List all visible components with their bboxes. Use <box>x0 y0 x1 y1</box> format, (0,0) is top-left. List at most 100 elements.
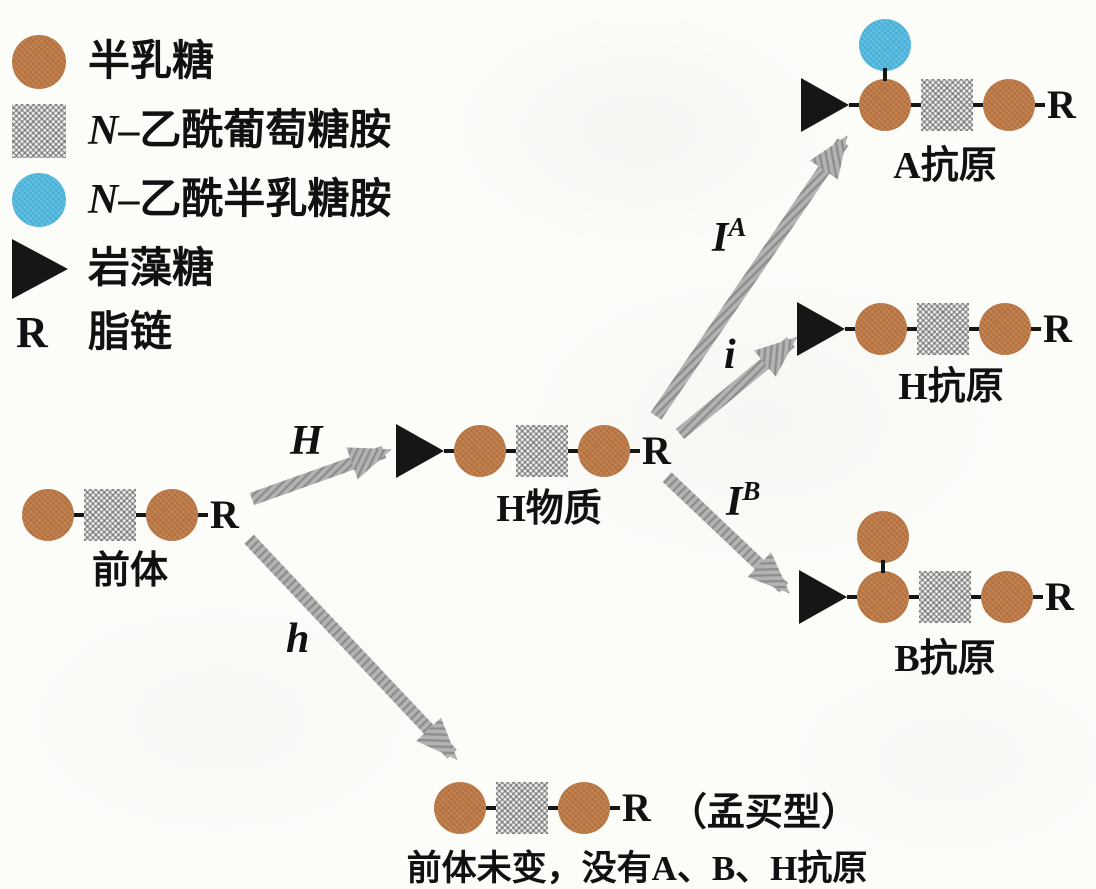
fucose-icon <box>12 239 68 299</box>
bond-line <box>1035 103 1045 107</box>
legend-item-galactose: 半乳糖 <box>12 34 391 90</box>
italic-N: N <box>88 108 119 154</box>
galactose-icon <box>22 489 74 541</box>
bond-line <box>1031 327 1041 331</box>
bond-line <box>911 103 921 107</box>
branched-galactose <box>857 511 909 623</box>
italic-N: N <box>88 177 119 223</box>
n-acetylglucosamine-icon <box>516 425 568 477</box>
legend-item-n-acetylgalactosamine: N–乙酰半乳糖胺 <box>12 172 391 228</box>
bond-line <box>969 327 979 331</box>
arrow-i-gene <box>675 342 791 440</box>
bond-line <box>548 806 558 810</box>
n-acetylglucosamine-icon <box>496 782 548 834</box>
precursor-structure: R <box>22 487 239 543</box>
h-substance-structure: R <box>396 423 671 479</box>
arrow-IB-gene <box>662 472 784 588</box>
bombay-structure: R （孟买型） <box>434 780 859 836</box>
gene-label-h: h <box>286 618 309 660</box>
bond-line <box>444 449 454 453</box>
gene-label-IB: IB <box>726 476 761 525</box>
galactose-icon <box>857 511 909 563</box>
legend-item-lipid-chain: R 脂链 <box>12 310 391 356</box>
legend-icon-slot <box>12 35 76 89</box>
bond-line <box>486 806 496 810</box>
arrow-IA-gene <box>650 142 843 420</box>
galactose-icon <box>983 79 1035 131</box>
legend-label: 脂链 <box>88 310 173 356</box>
bombay-caption: 前体未变，没有A、B、H抗原 <box>406 849 868 888</box>
galactose-icon <box>981 571 1033 623</box>
bond-line <box>881 560 885 573</box>
legend-icon-slot: R <box>12 311 76 355</box>
galactose-icon <box>855 303 907 355</box>
lipid-chain-symbol: R <box>210 492 239 537</box>
fucose-icon <box>801 78 849 132</box>
legend-label: 半乳糖 <box>88 39 215 85</box>
galactose-icon <box>578 425 630 477</box>
galactose-icon <box>979 303 1031 355</box>
bond-line <box>971 595 981 599</box>
bond-line <box>883 68 887 81</box>
n-acetylgalactosamine-icon <box>859 19 911 71</box>
legend-icon-slot <box>12 173 76 227</box>
lipid-chain-symbol: R <box>16 308 48 357</box>
lipid-chain-symbol: R <box>1045 574 1074 619</box>
galactose-icon <box>454 425 506 477</box>
fucose-icon <box>396 424 444 478</box>
galactose-icon <box>12 35 66 89</box>
galactose-icon <box>859 79 911 131</box>
legend-label: 岩藻糖 <box>88 246 215 292</box>
b-antigen-label: B抗原 <box>894 638 996 680</box>
n-acetylgalactosamine-icon <box>12 173 66 227</box>
bond-line <box>907 327 917 331</box>
arrow-h-gene <box>244 534 452 754</box>
galactose-icon <box>146 489 198 541</box>
bond-line <box>847 595 857 599</box>
precursor-label: 前体 <box>91 550 168 592</box>
lipid-chain-symbol: R <box>642 428 671 473</box>
n-acetylglucosamine-icon <box>921 79 973 131</box>
fucose-icon <box>797 302 845 356</box>
gene-label-i: i <box>724 334 736 376</box>
bond-line <box>909 595 919 599</box>
h-substance-label: H物质 <box>496 488 602 530</box>
legend: 半乳糖 N–乙酰葡萄糖胺 N–乙酰半乳糖胺 岩藻糖 R 脂链 <box>12 34 391 356</box>
arrow-H-gene <box>249 452 384 506</box>
gene-i-text: i <box>724 332 736 378</box>
bond-line <box>849 103 859 107</box>
lipid-chain-symbol: R <box>1047 82 1076 127</box>
legend-label-text: –乙酰葡萄糖胺 <box>118 108 392 154</box>
bond-line <box>506 449 516 453</box>
fucose-icon <box>799 570 847 624</box>
gene-H-text: H <box>290 418 323 464</box>
gene-IA-sup: A <box>728 212 747 242</box>
bond-line <box>630 449 640 453</box>
h-antigen-label: H抗原 <box>898 366 1004 408</box>
n-acetylglucosamine-icon <box>12 104 66 158</box>
gene-label-IA: IA <box>712 212 747 260</box>
legend-item-n-acetylglucosamine: N–乙酰葡萄糖胺 <box>12 103 391 159</box>
galactose-icon <box>857 571 909 623</box>
legend-label: N–乙酰半乳糖胺 <box>88 179 391 221</box>
legend-icon-slot <box>12 239 76 299</box>
bond-line <box>568 449 578 453</box>
legend-icon-slot <box>12 104 76 158</box>
legend-item-fucose: 岩藻糖 <box>12 239 391 299</box>
gene-h-text: h <box>286 616 310 662</box>
lipid-chain-symbol: R <box>1043 306 1072 351</box>
branched-galactose <box>859 19 911 131</box>
legend-label: N–乙酰葡萄糖胺 <box>88 110 391 152</box>
bond-line <box>198 513 208 517</box>
gene-IB-sup: B <box>742 476 761 506</box>
a-antigen-label: A抗原 <box>893 145 997 187</box>
gene-IB-base: I <box>726 479 743 525</box>
bond-line <box>136 513 146 517</box>
galactose-icon <box>558 782 610 834</box>
bond-line <box>845 327 855 331</box>
n-acetylglucosamine-icon <box>917 303 969 355</box>
galactose-icon <box>434 782 486 834</box>
legend-label-text: –乙酰半乳糖胺 <box>118 177 392 223</box>
gene-label-H: H <box>290 420 323 462</box>
